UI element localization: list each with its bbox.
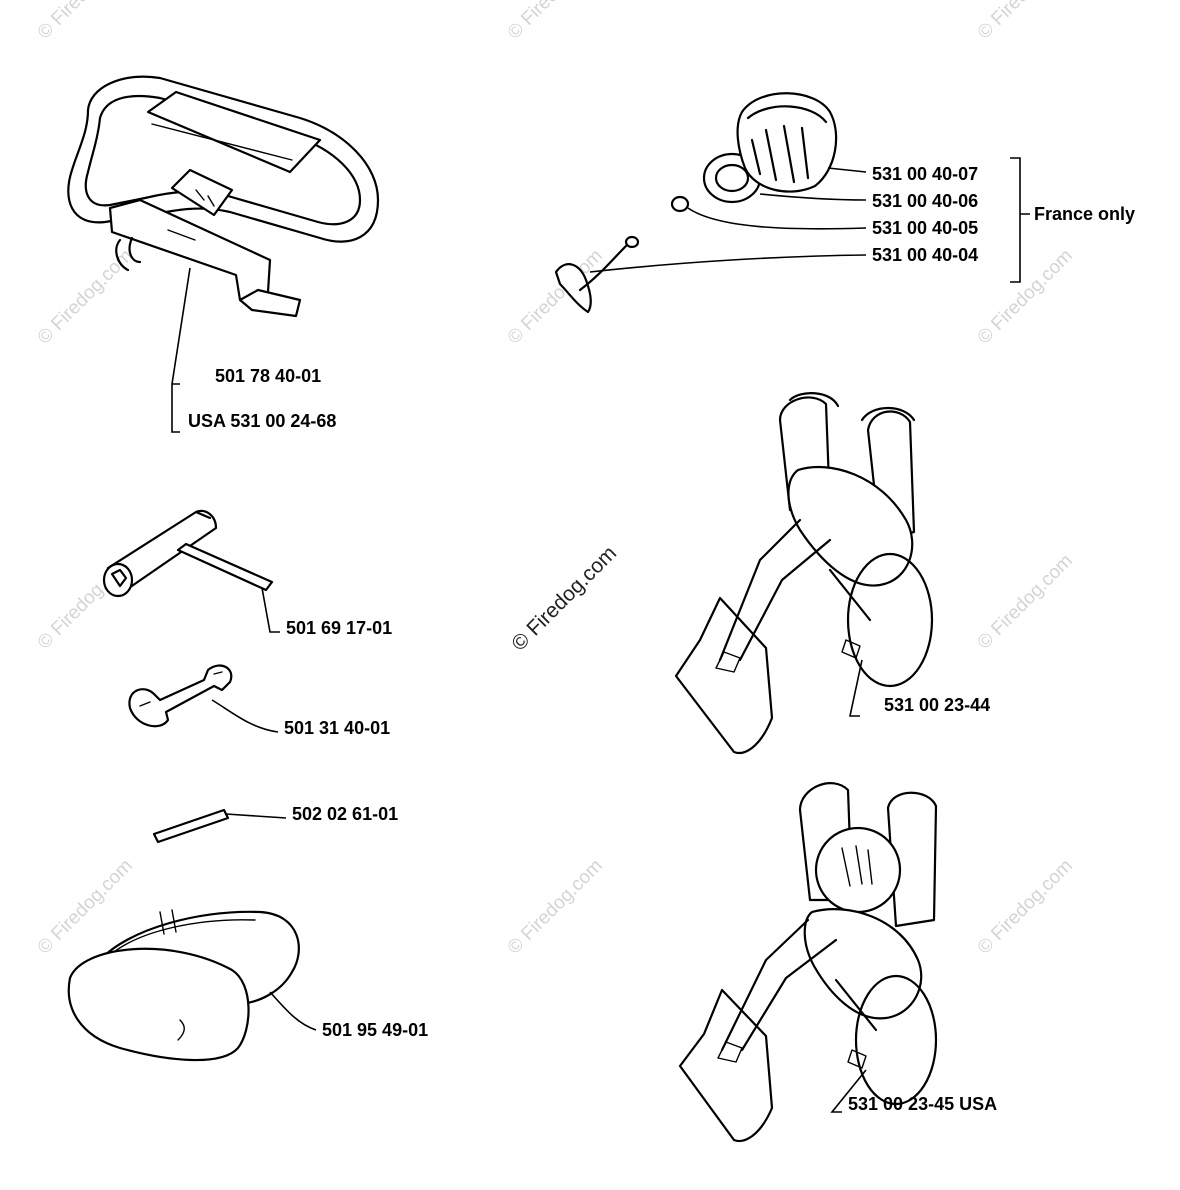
combi-wrench-illustration: [102, 509, 274, 598]
cap-1-part-number: 531 00 40-07: [872, 164, 978, 184]
pin-part-number: 502 02 61-01: [292, 804, 398, 824]
cap-3-leader: [687, 207, 867, 230]
open-wrench-part-number: 501 31 40-01: [284, 718, 390, 738]
combi-wrench-leader: [261, 587, 280, 633]
harness-belt-leader: [171, 267, 191, 433]
watermark-tile: © Firedog.com: [34, 0, 137, 44]
watermark-center: © Firedog.com: [507, 542, 621, 656]
visor-part-number: 501 95 49-01: [322, 1020, 428, 1040]
harness-2-illustration: [678, 782, 938, 1143]
cap-4-part-number: 531 00 40-04: [872, 245, 978, 265]
harness-1-illustration: [674, 392, 934, 755]
pin-leader: [225, 813, 287, 819]
harness-1-part-number: 531 00 23-44: [884, 695, 990, 715]
pin-illustration: [152, 808, 230, 844]
france-bracket: [1010, 157, 1030, 283]
cap-assembly-illustration: [554, 92, 838, 314]
cap-3-part-number: 531 00 40-05: [872, 218, 978, 238]
harness-belt-illustration: [67, 75, 380, 318]
harness-2-part-number: 531 00 23-45 USA: [848, 1094, 997, 1114]
visor-leader: [269, 991, 317, 1031]
cap-4-leader: [589, 254, 867, 273]
cap-1-leader: [827, 167, 867, 173]
france-only-label: France only: [1034, 204, 1135, 224]
watermark-tile: © Firedog.com: [34, 245, 137, 348]
watermark-tile: © Firedog.com: [974, 855, 1077, 958]
watermark-tile: © Firedog.com: [974, 245, 1077, 348]
harness-1-leader: [849, 659, 863, 717]
harness-2-leader: [830, 1069, 867, 1113]
harness-belt-part-number: 501 78 40-01: [215, 366, 321, 386]
watermark-tile: © Firedog.com: [974, 550, 1077, 653]
watermark-tile: © Firedog.com: [974, 0, 1077, 44]
open-wrench-illustration: [128, 664, 233, 728]
watermark-tile: © Firedog.com: [504, 855, 607, 958]
combi-wrench-part-number: 501 69 17-01: [286, 618, 392, 638]
cap-2-part-number: 531 00 40-06: [872, 191, 978, 211]
cap-2-leader: [759, 193, 867, 201]
watermark-tile: © Firedog.com: [504, 0, 607, 44]
open-wrench-leader: [211, 699, 279, 733]
harness-belt-usa-part-number: USA 531 00 24-68: [188, 411, 336, 431]
visor-illustration: [67, 909, 300, 1062]
